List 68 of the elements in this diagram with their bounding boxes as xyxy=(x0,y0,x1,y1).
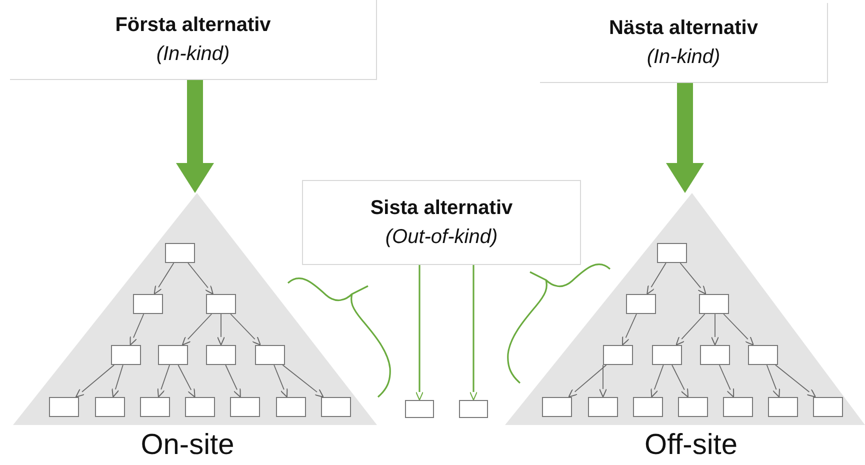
arrow xyxy=(711,314,719,346)
empty-box xyxy=(321,397,351,417)
empty-box xyxy=(230,397,260,417)
arrow xyxy=(672,364,688,398)
empty-box xyxy=(405,400,434,418)
empty-box xyxy=(133,294,163,314)
empty-box xyxy=(255,345,285,365)
empty-box xyxy=(768,397,798,417)
heading-text: Första alternativ xyxy=(115,14,271,36)
empty-box xyxy=(603,345,633,365)
thick-arrow xyxy=(666,83,704,193)
subheading-text: (In-kind) xyxy=(156,42,230,66)
empty-box xyxy=(185,397,215,417)
arrow xyxy=(718,364,734,398)
arrow xyxy=(112,364,124,398)
empty-box xyxy=(633,397,663,417)
empty-box xyxy=(276,397,306,417)
arrow xyxy=(154,262,174,294)
empty-box xyxy=(206,294,236,314)
arrow xyxy=(622,314,637,346)
empty-box xyxy=(165,243,195,263)
arrow xyxy=(274,364,288,398)
empty-box xyxy=(748,345,778,365)
arrow xyxy=(599,364,607,398)
arrow xyxy=(282,364,324,398)
arrow xyxy=(470,265,478,400)
arrow xyxy=(650,364,664,398)
empty-box xyxy=(158,345,188,365)
heading-text: Sista alternativ xyxy=(370,196,513,220)
empty-box xyxy=(813,397,843,417)
empty-box xyxy=(626,294,656,314)
empty-box xyxy=(206,345,236,365)
empty-box xyxy=(678,397,708,417)
arrow xyxy=(225,364,241,398)
arrow xyxy=(182,314,212,346)
empty-box xyxy=(588,397,618,417)
empty-box xyxy=(723,397,753,417)
arrow xyxy=(217,314,225,346)
arrow xyxy=(230,314,261,346)
empty-box xyxy=(459,400,488,418)
empty-box xyxy=(652,345,682,365)
empty-box xyxy=(140,397,170,417)
arrow xyxy=(130,314,144,346)
arrow xyxy=(676,314,706,346)
empty-box xyxy=(542,397,572,417)
arrow xyxy=(568,364,607,398)
empty-box xyxy=(111,345,141,365)
arrow xyxy=(766,364,780,398)
empty-box xyxy=(657,243,687,263)
arrow xyxy=(723,314,754,346)
empty-box xyxy=(95,397,125,417)
heading-box xyxy=(302,180,581,265)
arrow xyxy=(416,265,424,400)
empty-box xyxy=(49,397,79,417)
empty-box xyxy=(700,345,730,365)
arrow xyxy=(157,364,170,398)
heading-box xyxy=(10,0,377,80)
arrow xyxy=(680,262,706,294)
subheading-text: (Out-of-kind) xyxy=(385,226,498,248)
arrow xyxy=(75,364,115,398)
empty-box xyxy=(699,294,729,314)
arrow xyxy=(178,364,196,398)
heading-text: Nästa alternativ xyxy=(609,16,758,40)
subheading-text: (In-kind) xyxy=(646,46,720,68)
thick-arrow xyxy=(176,80,214,193)
arrow xyxy=(188,262,214,294)
arrow xyxy=(646,262,666,294)
arrow xyxy=(775,364,816,398)
